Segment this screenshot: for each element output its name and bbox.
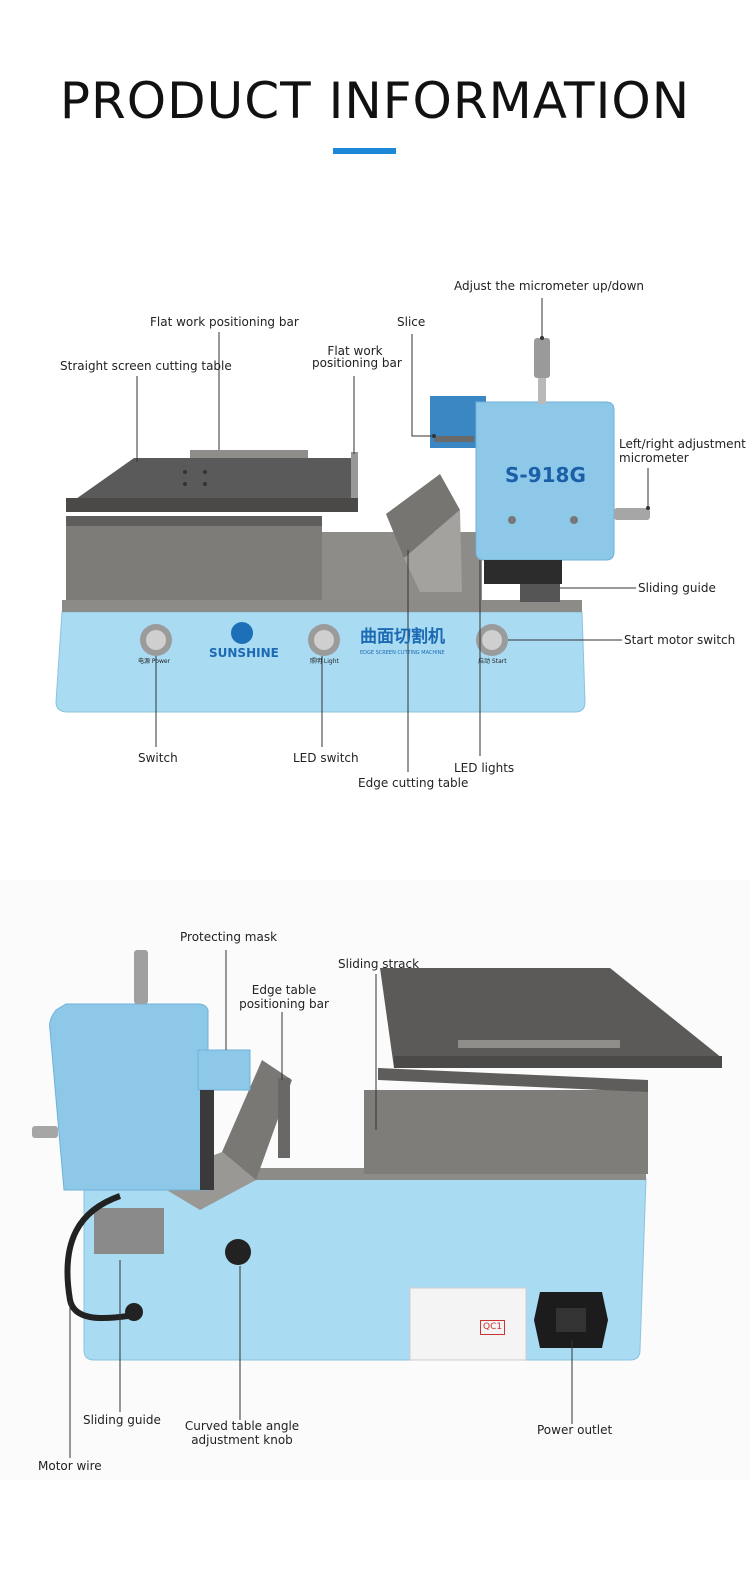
- title-accent-bar: [333, 148, 396, 154]
- label-slice: Slice: [397, 315, 426, 329]
- label-sliding-strack: Sliding strack: [338, 957, 420, 971]
- back-machine-illustration: [32, 950, 722, 1458]
- start-button-label: 启动 Start: [478, 658, 507, 665]
- chinese-name-label: 曲面切割机: [360, 627, 445, 647]
- label-sliding-guide-back: Sliding guide: [83, 1413, 161, 1427]
- label-flat-bar-right-1: Flat work: [327, 344, 383, 358]
- label-micrometer-updown: Adjust the micrometer up/down: [454, 279, 645, 293]
- label-knob-1: Curved table angle: [184, 1419, 300, 1433]
- label-lr-micrometer-1: Left/right adjustment: [619, 437, 746, 451]
- label-edge-bar-1: Edge table: [251, 983, 317, 997]
- label-flat-bar-right-2: positioning bar: [312, 356, 402, 370]
- label-power-outlet: Power outlet: [537, 1423, 613, 1437]
- brand-label: SUNSHINE: [209, 646, 279, 660]
- label-switch: Switch: [138, 751, 178, 765]
- english-name-label: EDGE SCREEN CUTTING MACHINE: [360, 650, 445, 656]
- label-led-switch: LED switch: [293, 751, 359, 765]
- front-machine-illustration: [55, 298, 650, 772]
- label-straight-table: Straight screen cutting table: [60, 359, 232, 373]
- label-flat-bar-top: Flat work positioning bar: [150, 315, 299, 329]
- label-start-motor: Start motor switch: [624, 633, 736, 647]
- label-led-lights: LED lights: [454, 761, 515, 775]
- label-edge-table: Edge cutting table: [358, 776, 469, 790]
- qc-label: QC1: [480, 1320, 506, 1335]
- label-sliding-guide: Sliding guide: [638, 581, 716, 595]
- label-edge-bar-2: positioning bar: [239, 997, 329, 1011]
- page-title: PRODUCT INFORMATION: [59, 72, 691, 130]
- power-button-label: 电源 Power: [138, 658, 171, 665]
- light-button-label: 照明 Light: [310, 658, 339, 665]
- label-motor-wire: Motor wire: [38, 1459, 102, 1473]
- label-knob-2: adjustment knob: [191, 1433, 293, 1447]
- label-lr-micrometer-2: micrometer: [619, 451, 689, 465]
- model-label: S-918G: [505, 463, 586, 487]
- label-protecting-mask: Protecting mask: [180, 930, 278, 944]
